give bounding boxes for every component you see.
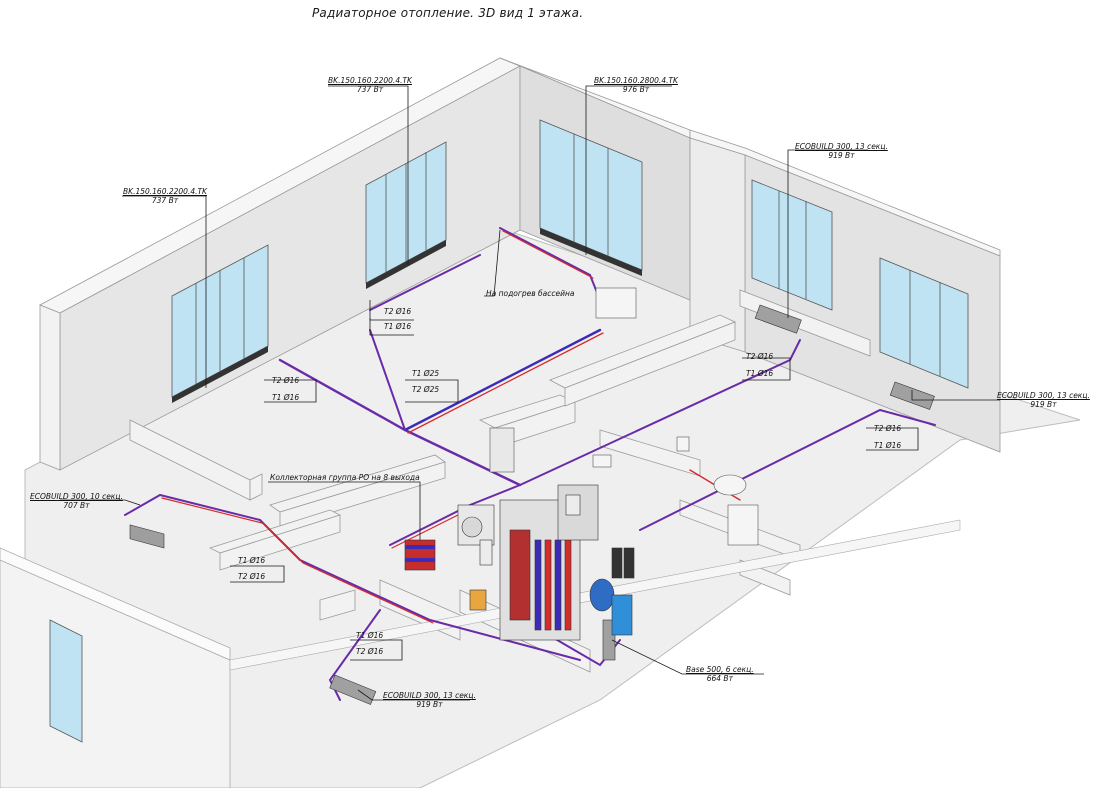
pipe-tag-t2-16-b: Т2 Ø16: [272, 376, 300, 385]
pipe-tag-t2-16-c: Т2 Ø16: [746, 352, 774, 361]
radiator-right-upper-icon: [754, 304, 802, 334]
radiator-label-8: Base 500, 6 секц. 664 Вт: [686, 665, 754, 683]
pipe-tag-t1-16-a: Т1 Ø16: [384, 322, 412, 331]
pipe-tag-t1-16-f: Т1 Ø16: [356, 631, 384, 640]
note-collector-group: Коллекторная группа РО на 8 выхода: [270, 473, 420, 482]
radiator-4-power: 919 Вт: [828, 151, 855, 160]
pipe-tag-t1-25: Т1 Ø25: [412, 369, 440, 378]
radiator-6-power: 707 Вт: [63, 501, 90, 510]
radiator-1-model: BK.150.160.2200.4.TK: [123, 187, 207, 196]
pipe-to-back-room: [369, 329, 406, 431]
pipe-tag-t1-16-c: Т1 Ø16: [746, 369, 774, 378]
radiator-1-power: 737 Вт: [151, 196, 179, 205]
window-4: [751, 179, 833, 311]
window-3: [539, 119, 643, 276]
radiator-label-4: ECOBUILD 300, 13 секц. 919 Вт: [795, 142, 888, 160]
radiator-8-power: 664 Вт: [706, 674, 733, 683]
pipe-tag-t2-16-d: Т2 Ø16: [874, 424, 902, 433]
pipe-tag-t2-16-e: Т2 Ø16: [238, 572, 266, 581]
drawing-title: Радиаторное отопление. 3D вид 1 этажа.: [312, 6, 584, 20]
radiator-5-model: ECOBUILD 300, 13 секц.: [997, 391, 1090, 400]
leader-lines: [60, 85, 1000, 701]
radiator-5-power: 919 Вт: [1030, 400, 1057, 409]
pipe-tag-t1-16-d: Т1 Ø16: [874, 441, 902, 450]
radiator-bottom-icon: [329, 674, 377, 705]
pipe-left-radiator: [124, 493, 261, 521]
radiator-6-model: ECOBUILD 300, 10 секц.: [30, 492, 123, 501]
note-pool-heating: На подогрев бассейна: [486, 289, 575, 298]
radiator-label-1: BK.150.160.2200.4.TK 737 Вт: [123, 187, 207, 205]
pipe-tag-t2-25: Т2 Ø25: [412, 385, 440, 394]
radiator-2-power: 737 Вт: [356, 85, 384, 94]
boiler-room-equipment: [457, 484, 635, 641]
window-5: [879, 257, 969, 389]
collector-manifold-icon: [404, 539, 436, 571]
sanitary-fixtures: [489, 287, 759, 546]
pipe-pool-red: [502, 230, 594, 279]
window-1: [171, 244, 269, 403]
pipe-front-run-red: [262, 522, 434, 624]
radiator-2-model: BK.150.160.2200.4.TK: [328, 76, 412, 85]
pipe-main-up: [403, 328, 602, 432]
pipe-tag-t2-16-f: Т2 Ø16: [356, 647, 384, 656]
radiator-left-icon: [129, 524, 165, 549]
radiator-3-power: 976 Вт: [622, 85, 650, 94]
pipe-bottom-radiator: [328, 609, 381, 701]
radiator-3-model: BK.150.160.2800.4.TK: [594, 76, 678, 85]
radiator-7-model: ECOBUILD 300, 13 секц.: [383, 691, 476, 700]
radiator-4-model: ECOBUILD 300, 13 секц.: [795, 142, 888, 151]
pipe-tag-t2-16-a: Т2 Ø16: [384, 307, 412, 316]
radiator-8-model: Base 500, 6 секц.: [686, 665, 754, 674]
radiator-label-2: BK.150.160.2200.4.TK 737 Вт: [328, 76, 412, 94]
pipe-main-up-red: [407, 332, 604, 434]
pipe-left-radiator-red: [161, 497, 263, 524]
radiator-label-5: ECOBUILD 300, 13 секц. 919 Вт: [997, 391, 1090, 409]
pipe-tag-t1-16-e: Т1 Ø16: [238, 556, 266, 565]
window-2: [365, 141, 447, 289]
pipe-tag-t1-16-b: Т1 Ø16: [272, 393, 300, 402]
radiator-label-7: ECOBUILD 300, 13 секц. 919 Вт: [383, 691, 476, 709]
pipe-back-room: [369, 254, 481, 311]
radiator-label-6: ECOBUILD 300, 10 секц. 707 Вт: [30, 492, 123, 510]
radiator-label-3: BK.150.160.2800.4.TK 976 Вт: [594, 76, 678, 94]
radiator-7-power: 919 Вт: [416, 700, 443, 709]
